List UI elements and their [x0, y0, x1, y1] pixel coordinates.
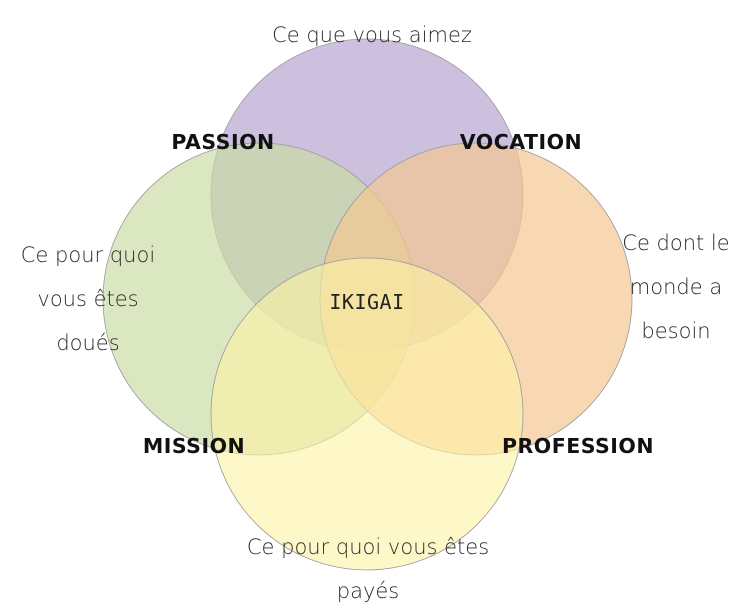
left-circle-description-line-3: doués [56, 331, 119, 355]
intersection-label-vocation: VOCATION [460, 130, 582, 154]
center-label-ikigai: IKIGAI [329, 290, 404, 314]
circle-bottom-paid-for [210, 257, 524, 571]
intersection-label-passion: PASSION [171, 130, 274, 154]
intersection-label-mission: MISSION [143, 434, 245, 458]
right-circle-description-line-1: Ce dont le [622, 231, 729, 255]
right-circle-description-line-3: besoin [641, 319, 710, 343]
right-circle-description-line-2: monde a [630, 275, 722, 299]
bottom-circle-description-line-2: payés [337, 579, 400, 603]
intersection-label-profession: PROFESSION [502, 434, 654, 458]
left-circle-description-line-2: vous êtes [37, 287, 138, 311]
left-circle-description-line-1: Ce pour quoi [21, 243, 155, 267]
bottom-circle-description-line-1: Ce pour quoi vous êtes [247, 535, 489, 559]
top-circle-description: Ce que vous aimez [272, 23, 472, 47]
